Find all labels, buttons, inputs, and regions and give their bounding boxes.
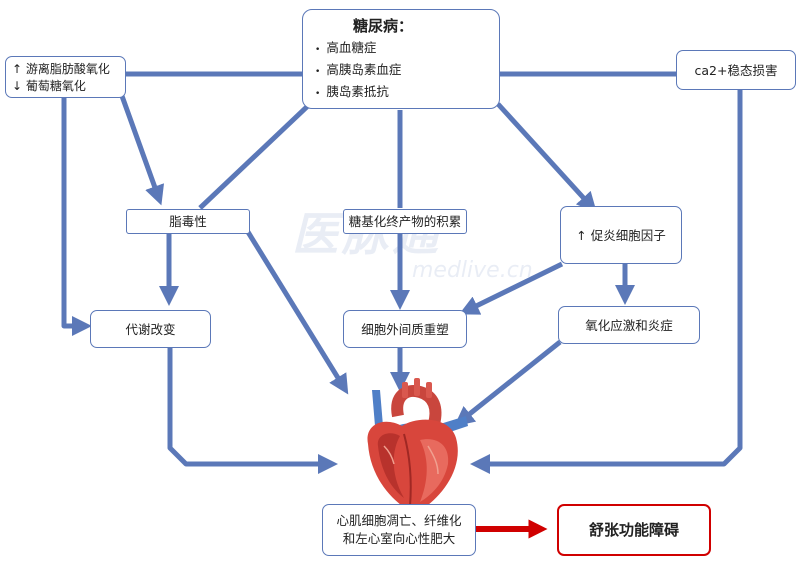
diabetes-title: 糖尿病： xyxy=(353,17,414,35)
arrow-calcium-heart xyxy=(470,90,743,474)
proinflammatory-label: ↑ 促炎细胞因子 xyxy=(576,227,666,243)
fatty-acid-increase: ↑ 游离脂肪酸氧化 xyxy=(12,62,110,76)
lipotoxicity-box: 脂毒性 xyxy=(126,209,250,234)
diabetes-item-hyperinsulinemia: •高胰岛素血症 xyxy=(315,62,402,77)
diabetes-item-insulin-resistance: •胰岛素抵抗 xyxy=(315,84,389,99)
glucose-decrease: ↓ 葡萄糖氧化 xyxy=(12,79,86,93)
calcium-box: ca2+稳态损害 xyxy=(676,50,796,90)
diabetes-box: 糖尿病： •高血糖症 •高胰岛素血症 •胰岛素抵抗 xyxy=(302,9,500,109)
result-label: 舒张功能障碍 xyxy=(588,520,679,539)
age-label: 糖基化终产物的积累 xyxy=(348,214,462,229)
oxidative-box: 氧化应激和炎症 xyxy=(558,306,700,344)
metabolic-box: 代谢改变 xyxy=(90,310,211,348)
ecm-label: 细胞外间质重塑 xyxy=(361,321,449,337)
age-box: 糖基化终产物的积累 xyxy=(343,209,467,234)
proinflammatory-box: ↑ 促炎细胞因子 xyxy=(560,206,682,264)
arrow-diabetes-proinflammatory xyxy=(496,102,597,213)
arrow-lipotoxicity-heart xyxy=(245,230,349,395)
arrow-ffa-lipotoxicity xyxy=(119,95,165,206)
outcome-line-1: 心肌细胞凋亡、纤维化 xyxy=(336,513,462,528)
diabetes-item-hyperglycemia: •高血糖症 xyxy=(315,40,377,55)
lipotoxicity-label: 脂毒性 xyxy=(169,214,207,229)
arrow-oxidative-heart xyxy=(454,340,562,427)
ecm-box: 细胞外间质重塑 xyxy=(343,310,467,348)
outcome-line-2: 和左心室向心性肥大 xyxy=(342,531,456,546)
result-box: 舒张功能障碍 xyxy=(557,504,711,556)
arrow-diabetes-lipotoxicity xyxy=(198,100,314,210)
outcome-box: 心肌细胞凋亡、纤维化 和左心室向心性肥大 xyxy=(322,504,476,556)
metabolic-label: 代谢改变 xyxy=(125,321,176,337)
arrow-ffa-metabolic xyxy=(61,98,92,336)
fatty-acid-box: ↑ 游离脂肪酸氧化 ↓ 葡萄糖氧化 xyxy=(5,56,126,98)
calcium-label: ca2+稳态损害 xyxy=(694,62,778,78)
oxidative-label: 氧化应激和炎症 xyxy=(585,317,673,333)
arrow-metabolic-heart xyxy=(167,348,338,474)
heart-icon xyxy=(367,378,468,513)
arrow-proinflammatory-ecm xyxy=(459,261,564,315)
